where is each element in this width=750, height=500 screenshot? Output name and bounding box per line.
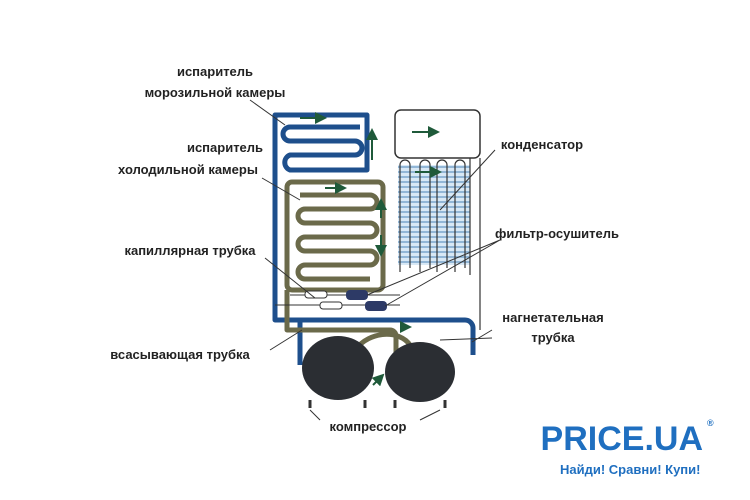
label-fridge-evaporator-2: холодильной камеры: [118, 162, 258, 177]
label-filter-drier: фильтр-осушитель: [495, 226, 619, 241]
price-ua-logo: PRICE.UA ® Найди! Сравни! Купи!: [541, 418, 714, 477]
label-capillary-tube: капиллярная трубка: [124, 243, 256, 258]
filter-drier: [346, 290, 387, 311]
compressor: [302, 336, 455, 408]
condenser: [394, 109, 481, 330]
fridge-evaporator: [284, 179, 413, 360]
label-freezer-evaporator: испаритель: [177, 64, 253, 79]
logo-slogan: Найди! Сравни! Купи!: [560, 462, 700, 477]
leader-lines: [249, 99, 501, 421]
label-compressor: компрессор: [330, 419, 407, 434]
label-fridge-evaporator: испаритель: [187, 140, 263, 155]
logo-registered: ®: [707, 418, 714, 428]
label-discharge-tube-2: трубка: [531, 330, 575, 345]
label-discharge-tube: нагнетательная: [502, 310, 604, 325]
freezer-evaporator: [272, 112, 476, 365]
label-condenser: конденсатор: [501, 137, 583, 152]
flow-arrows: [300, 112, 442, 387]
logo-brand: PRICE.UA: [541, 420, 703, 458]
label-suction-tube: всасывающая трубка: [110, 347, 250, 362]
label-freezer-evaporator-2: морозильной камеры: [145, 85, 286, 100]
